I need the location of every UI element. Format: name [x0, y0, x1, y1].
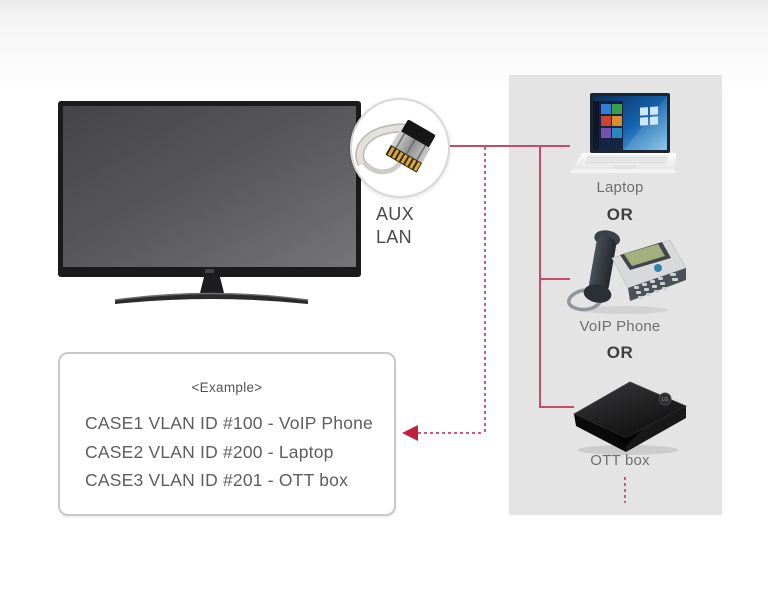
- example-case-1: CASE1 VLAN ID #100 - VoIP Phone: [85, 413, 373, 433]
- aux-lan-label: AUX LAN: [376, 203, 414, 249]
- example-box: <Example> CASE1 VLAN ID #100 - VoIP Phon…: [58, 352, 396, 516]
- example-case-2: CASE2 VLAN ID #200 - Laptop: [85, 441, 334, 462]
- tv-icon: [56, 96, 366, 308]
- arrow-left-icon: [402, 425, 418, 441]
- example-title: <Example>: [191, 380, 263, 395]
- laptop-icon: [564, 93, 678, 181]
- svg-text:LG: LG: [662, 397, 669, 403]
- or-separator-1: OR: [606, 205, 634, 224]
- line-aux-to-devices: [448, 145, 570, 147]
- lan-label: LAN: [376, 227, 412, 247]
- lan-cable-zoom-circle: [350, 98, 450, 198]
- dotted-line-more: [624, 477, 626, 503]
- ott-box-icon: LG: [560, 374, 690, 458]
- or-separator-2: OR: [606, 343, 634, 362]
- dotted-line-horizontal: [418, 432, 484, 434]
- example-case-3: CASE3 VLAN ID #201 - OTT box: [85, 470, 349, 490]
- example-cases: CASE1 VLAN ID #100 - VoIP Phone CASE2 VL…: [85, 409, 394, 495]
- voip-phone-label: VoIP Phone: [579, 318, 661, 335]
- lan-cable-icon: [355, 119, 436, 175]
- line-branch-voip: [539, 278, 570, 280]
- dotted-line-vertical: [484, 147, 486, 433]
- line-branch-ott: [539, 406, 574, 408]
- aux-label: AUX: [376, 204, 414, 224]
- laptop-label: Laptop: [596, 179, 644, 196]
- line-device-trunk: [539, 145, 541, 408]
- voip-phone-icon: [562, 228, 688, 316]
- ott-box-label: OTT box: [590, 452, 650, 469]
